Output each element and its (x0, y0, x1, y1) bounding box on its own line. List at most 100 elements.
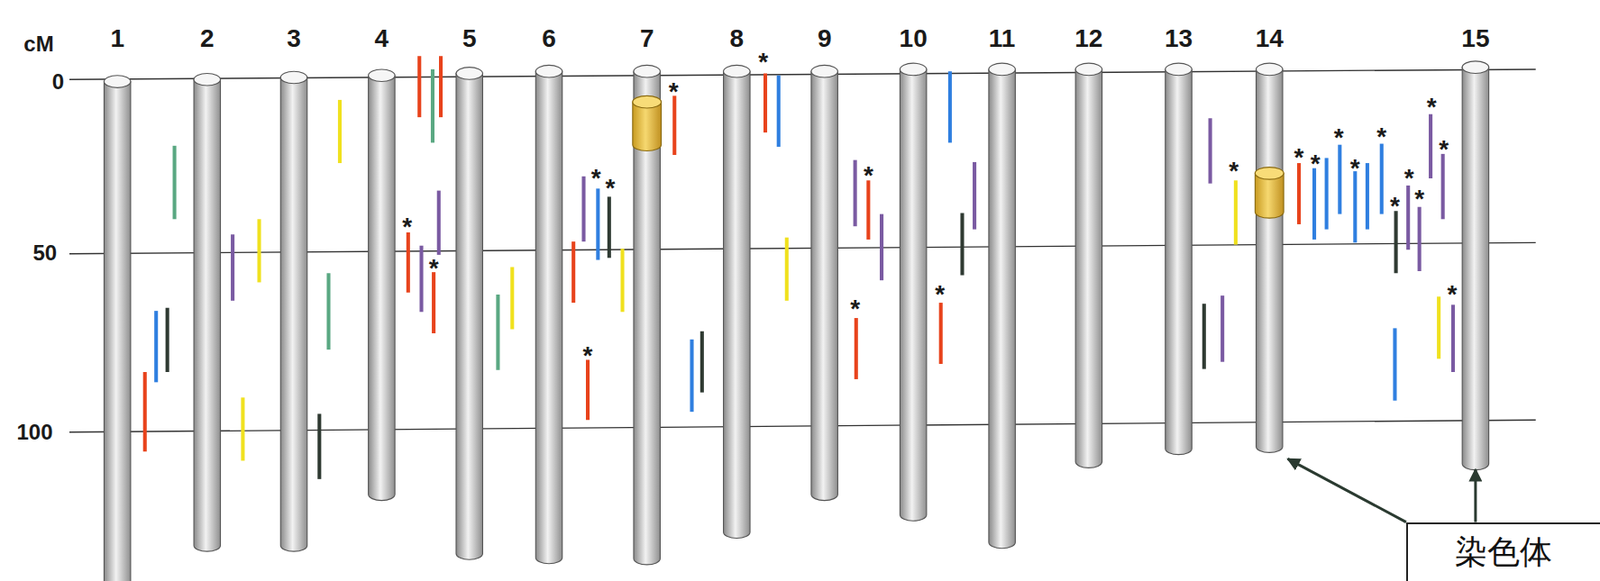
chromosome-number: 4 (365, 26, 397, 52)
qtl-bar (571, 241, 576, 303)
chromosome-number: 13 (1161, 26, 1196, 52)
qtl-bar (1297, 163, 1301, 225)
chromosome-number: 5 (454, 26, 485, 52)
qtl-bars (145, 55, 1454, 480)
qtl-bar (672, 95, 677, 156)
qtl-bar (1436, 296, 1441, 359)
qtl-bar (1441, 154, 1445, 220)
chromosome: 1 (101, 26, 133, 581)
chromosome-body (988, 69, 1015, 549)
centromere-top (1254, 167, 1284, 181)
chromosome-cylinder (193, 73, 220, 552)
significance-asterisk: * (758, 49, 768, 75)
axis-tick: 50 (32, 242, 57, 265)
significance-asterisk: * (668, 79, 679, 105)
significance-asterisk: * (1414, 186, 1425, 212)
qtl-bar (495, 294, 500, 371)
axis-unit: cM (23, 33, 54, 55)
chromosome-cylinder (1075, 63, 1102, 468)
qtl-bar (1392, 328, 1397, 401)
significance-asterisk: * (1438, 137, 1449, 163)
chromosome-number: 8 (721, 26, 752, 52)
qtl-bar (595, 188, 600, 260)
centromere (632, 95, 662, 151)
centromeres (632, 95, 1284, 219)
qtl-bar (165, 308, 170, 373)
chromosome-top (456, 67, 483, 81)
qtl-bar (438, 55, 443, 118)
significance-asterisk: * (1310, 151, 1321, 177)
chromosome-number: 11 (986, 26, 1019, 52)
chromosome-top (633, 64, 660, 78)
chromosome-body (1256, 69, 1283, 453)
chromosome-number: 7 (631, 26, 663, 52)
chromosome-body (1462, 67, 1489, 471)
significance-asterisk: * (1426, 94, 1437, 120)
chromosome-number: 9 (809, 26, 841, 52)
chromosome: 8 (721, 26, 752, 532)
chromosome-number: 10 (896, 26, 931, 52)
qtl-bar (1202, 303, 1207, 369)
qtl-bar (585, 359, 590, 421)
chromosome-top (193, 73, 220, 86)
chromosome: 14 (1252, 26, 1287, 447)
chromosome-cylinder (280, 71, 307, 552)
qtl-bar (1451, 304, 1455, 373)
qtl-bar (689, 339, 694, 412)
chromosome-number: 14 (1252, 26, 1287, 52)
significance-asterisk: * (1294, 145, 1305, 171)
pointer-arrow (1288, 458, 1407, 522)
centromere-body (632, 101, 662, 151)
significance-asterisk: * (1350, 155, 1361, 182)
chromosome-top (1075, 63, 1102, 76)
chromosome: 7 (631, 26, 663, 559)
callout-box: 染色体 (1406, 522, 1600, 581)
qtl-bar (607, 196, 612, 258)
chromosome-cylinder (1165, 63, 1192, 456)
chromosome-top (368, 69, 395, 83)
chromosome-cylinder (535, 64, 562, 564)
qtl-bar (431, 272, 436, 334)
chromosome: 11 (986, 26, 1019, 543)
qtl-bar (620, 248, 624, 312)
callout-text: 染色体 (1454, 534, 1553, 571)
qtl-bar (326, 273, 330, 350)
qtl-bar (240, 397, 245, 461)
qtl-bar (230, 234, 235, 302)
chromosome-top (280, 71, 307, 84)
qtl-bar (437, 191, 441, 256)
chromosome: 3 (278, 26, 310, 546)
qtl-bar (1380, 144, 1384, 215)
qtl-bar (1417, 207, 1422, 272)
chromosome: 9 (809, 26, 841, 495)
chromosome: 6 (533, 26, 565, 558)
chromosome-body (368, 75, 395, 502)
chromosome-cylinder (368, 69, 395, 502)
significance-asterisk: * (583, 343, 594, 369)
qtl-bar (1394, 210, 1399, 274)
qtl-bar (173, 146, 177, 220)
chromosome-cylinder (456, 67, 483, 561)
qtl-bar (1234, 180, 1238, 245)
significance-asterisk: * (604, 175, 615, 202)
significance-asterisk: * (1334, 125, 1344, 151)
axis-tick: 100 (16, 421, 53, 444)
significance-asterisk: * (402, 214, 412, 240)
chromosome-cylinder (723, 64, 750, 539)
qtl-bar (1312, 168, 1317, 240)
chromosome-body (811, 71, 838, 501)
significance-asterisk: * (591, 165, 602, 192)
chromosome-top (988, 63, 1015, 76)
chromosome-body (723, 71, 750, 539)
qtl-bar (777, 75, 781, 147)
qtl-bar (256, 219, 261, 283)
significance-asterisk: * (1376, 124, 1387, 150)
chromosome-top (1462, 61, 1489, 74)
chromosome-body (193, 79, 220, 552)
axis-tick: 0 (52, 71, 64, 93)
qtl-bar (143, 372, 147, 452)
